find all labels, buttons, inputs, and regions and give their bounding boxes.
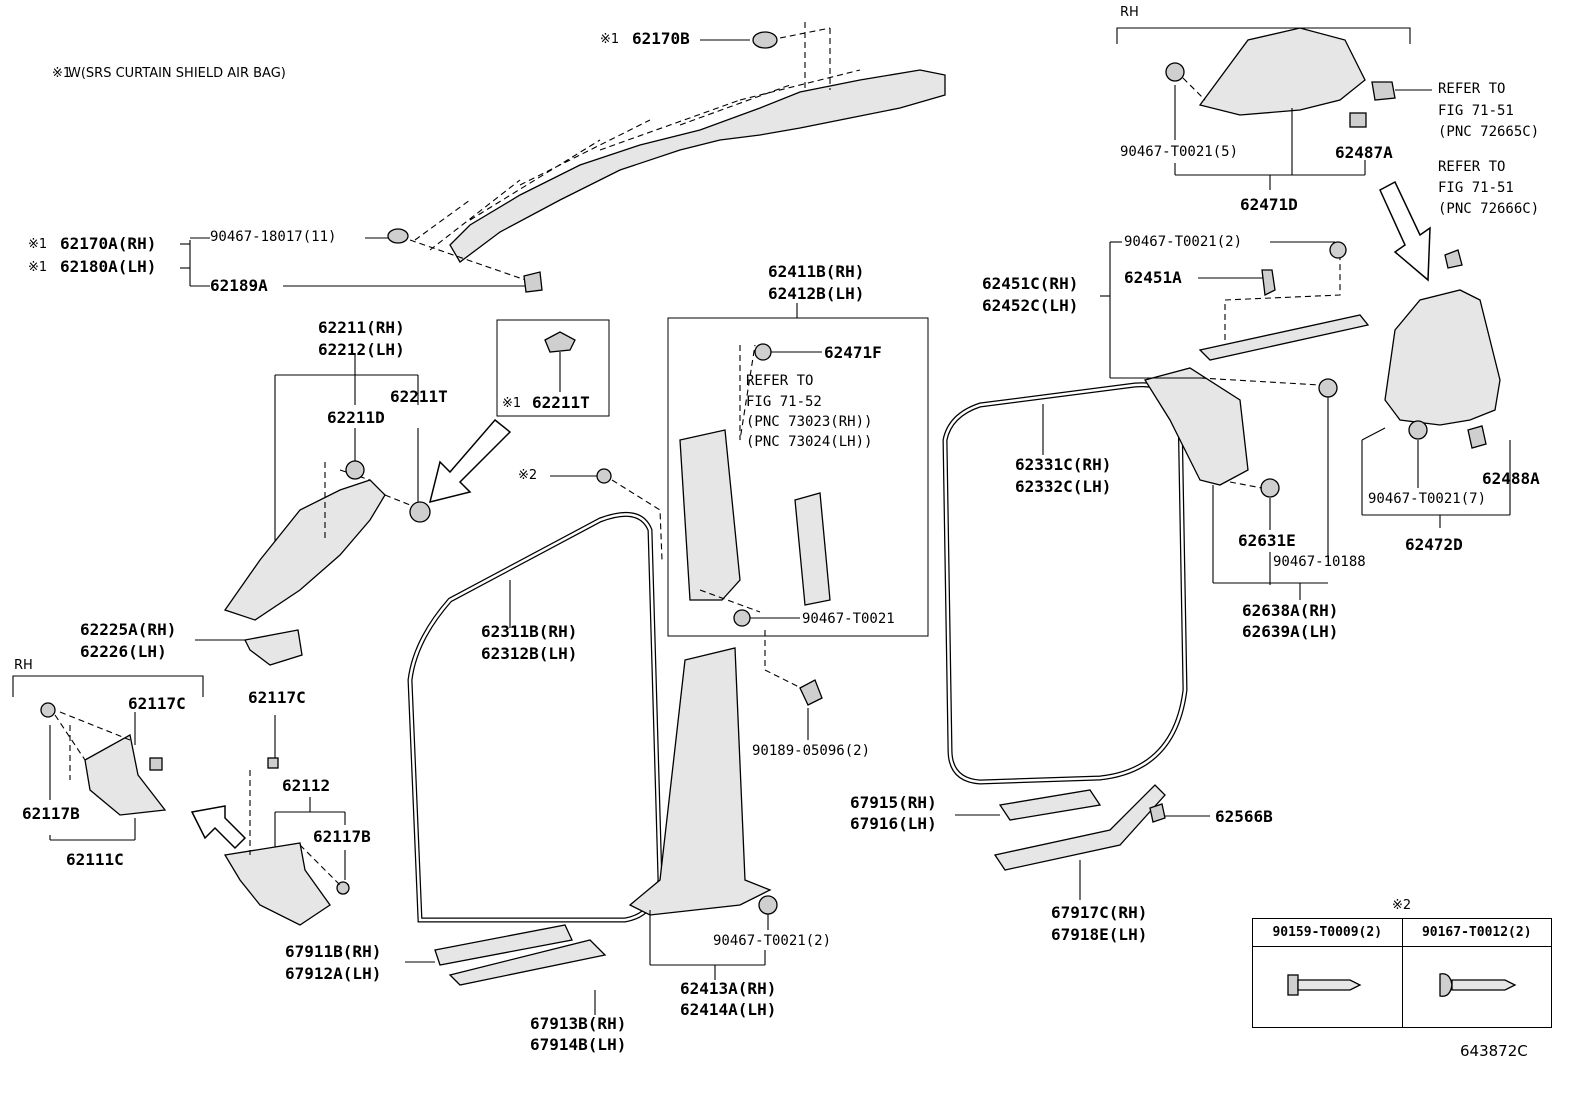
- label-62189A: 62189A: [210, 276, 268, 295]
- label-62413A: 62413A(RH): [680, 979, 777, 998]
- refer-fig: FIG 71-52: [746, 394, 822, 410]
- label-67916: 67916(LH): [850, 814, 937, 833]
- leaders-top-left: [180, 31, 778, 293]
- label-67915: 67915(RH): [850, 793, 937, 812]
- rear-door-weatherstrip: [942, 382, 1188, 785]
- refer-to-text: REFER TO: [1438, 81, 1506, 97]
- label-90467-T0021-2: 90467-T0021(2): [1124, 234, 1243, 250]
- label-62331C: 62331C(RH): [1015, 455, 1112, 474]
- b-pillar-lower: [628, 647, 778, 980]
- symbol-1: ※1: [600, 32, 620, 47]
- label-62226: 62226(LH): [80, 642, 167, 661]
- label-62451C: 62451C(RH): [982, 274, 1079, 293]
- label-62112: 62112: [282, 776, 331, 795]
- label-62487A: 62487A: [1335, 143, 1393, 162]
- symbol-2: ※2: [518, 468, 538, 483]
- legend-text: W(SRS CURTAIN SHIELD AIR BAG): [68, 66, 286, 81]
- label-62211T-box: 62211T: [532, 393, 590, 412]
- refer-fig: FIG 71-51: [1438, 180, 1514, 196]
- front-scuff-plate: [405, 924, 607, 1015]
- label-62451A: 62451A: [1124, 268, 1182, 287]
- fastener-col2: 90167-T0012(2): [1401, 918, 1552, 947]
- symbol-2: ※2: [1392, 898, 1412, 913]
- a-pillar-group: [195, 319, 610, 666]
- quarter-trim-upper: [1116, 27, 1432, 190]
- rh-label: RH: [14, 658, 33, 673]
- label-62332C: 62332C(LH): [1015, 477, 1112, 496]
- label-62638A: 62638A(RH): [1242, 601, 1339, 620]
- label-67912A: 67912A(LH): [285, 964, 382, 983]
- label-62566B: 62566B: [1215, 807, 1273, 826]
- label-62211T: 62211T: [390, 387, 448, 406]
- label-62452C: 62452C(LH): [982, 296, 1079, 315]
- label-90189-05096: 90189-05096(2): [752, 743, 871, 759]
- label-62488A: 62488A: [1482, 469, 1540, 488]
- front-door-weatherstrip: [407, 511, 663, 923]
- label-67913B: 67913B(RH): [530, 1014, 627, 1033]
- quarter-trim-lower: [1361, 180, 1511, 528]
- legend-symbol: ※1: [52, 66, 72, 81]
- fastener-col1: 90159-T0009(2): [1252, 918, 1403, 947]
- label-90467-10188: 90467-10188: [1273, 554, 1366, 570]
- curtain-airbag: [409, 22, 946, 286]
- symbol-1: ※1: [28, 237, 48, 252]
- screw-2: [550, 468, 663, 561]
- label-90467-T0021-2: 90467-T0021(2): [713, 933, 832, 949]
- label-67917C: 67917C(RH): [1051, 903, 1148, 922]
- rh-label: RH: [1120, 5, 1139, 20]
- label-62111C: 62111C: [66, 850, 124, 869]
- label-62472D: 62472D: [1405, 535, 1463, 554]
- b-pillar-upper: [667, 303, 929, 740]
- label-62212: 62212(LH): [318, 340, 405, 359]
- fastener-screw-cell: [1401, 946, 1552, 1028]
- label-62311B: 62311B(RH): [481, 622, 578, 641]
- label-62412B: 62412B(LH): [768, 284, 865, 303]
- refer-pnc: (PNC 72666C): [1438, 201, 1540, 217]
- kick-panel-rh: [12, 675, 204, 841]
- label-62414A: 62414A(LH): [680, 1000, 777, 1019]
- label-67914B: 67914B(LH): [530, 1035, 627, 1054]
- label-62471F: 62471F: [824, 343, 882, 362]
- label-62117C: 62117C: [128, 694, 186, 713]
- fastener-bolt-cell: [1252, 946, 1403, 1028]
- label-62471D: 62471D: [1240, 195, 1298, 214]
- label-62211D: 62211D: [327, 408, 385, 427]
- label-90467-T0021-7: 90467-T0021(7): [1368, 491, 1487, 507]
- refer-fig: FIG 71-51: [1438, 103, 1514, 119]
- refer-pnc-rh: (PNC 73023(RH)): [746, 414, 873, 430]
- label-62117B: 62117B: [313, 827, 371, 846]
- label-62411B: 62411B(RH): [768, 262, 865, 281]
- label-62170A: 62170A(RH): [60, 234, 157, 253]
- c-pillar: [1143, 367, 1338, 600]
- refer-to-text: REFER TO: [1438, 159, 1506, 175]
- rear-scuff-plate: [955, 784, 1210, 900]
- label-62631E: 62631E: [1238, 531, 1296, 550]
- symbol-1: ※1: [502, 396, 522, 411]
- label-90467-T0021-5: 90467-T0021(5): [1120, 144, 1239, 160]
- label-62117B: 62117B: [22, 804, 80, 823]
- label-62312B: 62312B(LH): [481, 644, 578, 663]
- symbol-1: ※1: [28, 260, 48, 275]
- refer-pnc-lh: (PNC 73024(LH)): [746, 434, 873, 450]
- label-62639A: 62639A(LH): [1242, 622, 1339, 641]
- label-67918E: 67918E(LH): [1051, 925, 1148, 944]
- roof-rail-garnish: [1100, 241, 1370, 379]
- label-62211: 62211(RH): [318, 318, 405, 337]
- label-62117C: 62117C: [248, 688, 306, 707]
- label-62180A: 62180A(LH): [60, 257, 157, 276]
- label-62170B: 62170B: [632, 29, 690, 48]
- refer-to-text: REFER TO: [746, 373, 814, 389]
- diagram-id: 643872C: [1460, 1042, 1528, 1060]
- fastener-table: 90159-T0009(2) 90167-T0012(2): [1252, 918, 1552, 1028]
- label-67911B: 67911B(RH): [285, 942, 382, 961]
- refer-pnc: (PNC 72665C): [1438, 124, 1540, 140]
- label-62225A: 62225A(RH): [80, 620, 177, 639]
- label-90467-T0021: 90467-T0021: [802, 611, 895, 627]
- label-90467-18017: 90467-18017(11): [210, 229, 337, 245]
- kick-panel-lh: [190, 715, 350, 926]
